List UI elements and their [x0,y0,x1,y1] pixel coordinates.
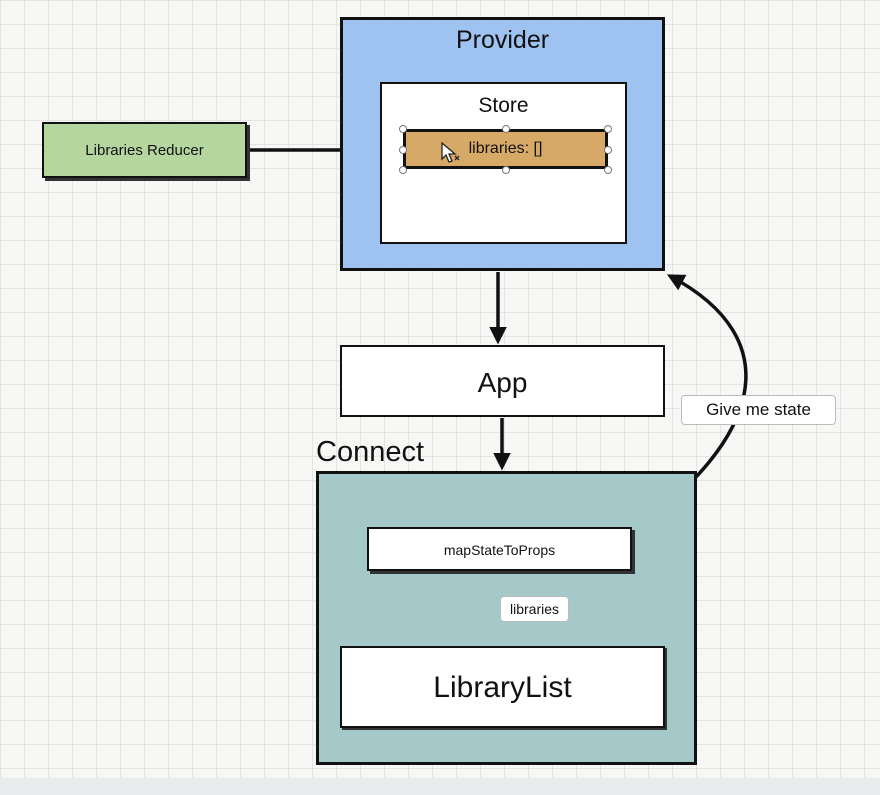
app-box: App [340,345,665,417]
store-title: Store [478,94,529,117]
give-me-state-label: Give me state [681,395,836,425]
bottom-bar [0,778,880,795]
selection-handle[interactable] [502,125,510,133]
libraries-reducer-label: Libraries Reducer [85,142,204,159]
selection-handle[interactable] [399,125,407,133]
libraries-edge-label: libraries [500,596,569,622]
connect-title: Connect [316,436,425,468]
mouse-cursor-icon [441,142,460,163]
libraries-reducer-box: Libraries Reducer [42,122,247,178]
selection-handle[interactable] [604,166,612,174]
selection-handle[interactable] [604,125,612,133]
map-state-to-props-box: mapStateToProps [367,527,632,571]
selection-handle[interactable] [604,146,612,154]
app-label: App [477,367,528,398]
selection-handle[interactable] [502,166,510,174]
libraries-state-label: libraries: [] [468,140,543,157]
selection-handle[interactable] [399,146,407,154]
selection-handle[interactable] [399,166,407,174]
libraries-state-field[interactable]: libraries: [] [403,129,608,169]
map-state-to-props-label: mapStateToProps [443,542,556,558]
provider-title: Provider [455,26,550,54]
library-list-label: LibraryList [433,671,572,704]
library-list-box: LibraryList [340,646,665,728]
